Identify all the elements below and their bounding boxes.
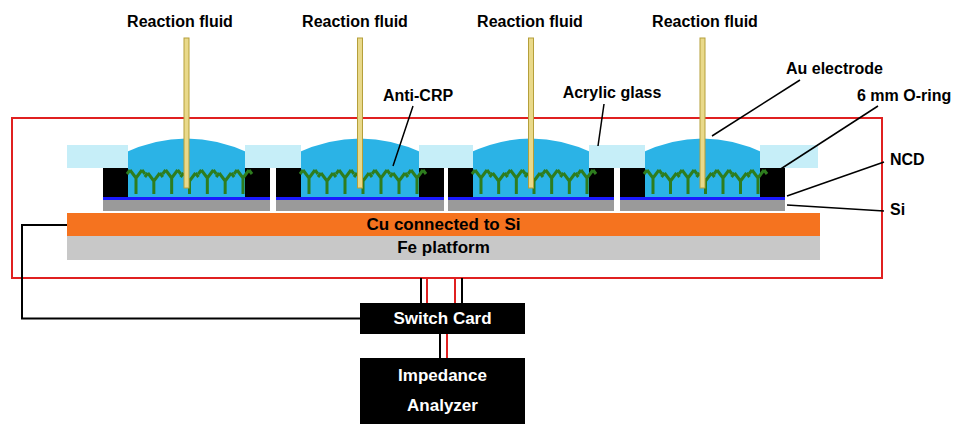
part-label: 6 mm O-ring xyxy=(857,86,951,105)
anti-crp-antibody xyxy=(507,170,525,194)
anti-crp-antibody xyxy=(216,173,234,194)
anti-crp-antibody xyxy=(234,170,252,194)
inlet-label: Reaction fluid xyxy=(302,12,408,31)
inlet-label: Reaction fluid xyxy=(127,12,233,31)
anti-crp-antibody xyxy=(372,170,390,194)
ncd-layer xyxy=(620,197,785,200)
anti-crp-antibody xyxy=(300,170,318,194)
box-label: Fe platform xyxy=(397,237,490,258)
wire xyxy=(454,278,456,303)
o-ring xyxy=(276,168,301,197)
box-label: Switch Card xyxy=(393,308,491,329)
box-label: Impedance Analyzer xyxy=(383,361,503,421)
anti-crp-antibody xyxy=(490,173,508,194)
si-layer xyxy=(276,200,444,211)
box-label: Cu connected to Si xyxy=(367,214,521,235)
ncd-layer xyxy=(276,197,444,200)
enclosure-outline xyxy=(12,118,882,278)
acrylic-glass xyxy=(67,145,128,168)
leader-line xyxy=(776,106,878,172)
wire xyxy=(439,334,441,358)
anti-crp-antibody xyxy=(390,173,408,194)
si-layer xyxy=(103,200,270,211)
layer-bar: Fe platform xyxy=(67,236,820,260)
au-electrode xyxy=(358,38,363,188)
layer-bar: Cu connected to Si xyxy=(67,213,820,237)
anti-crp-antibody xyxy=(408,170,426,194)
anti-crp-antibody xyxy=(163,170,181,194)
anti-crp-antibody xyxy=(543,170,561,194)
anti-crp-antibody xyxy=(714,170,732,194)
au-electrode xyxy=(184,38,189,188)
anti-crp-antibody xyxy=(578,170,596,194)
anti-crp-antibody xyxy=(644,170,662,194)
wire xyxy=(426,278,428,303)
o-ring xyxy=(448,168,473,197)
anti-crp-antibody xyxy=(662,173,680,194)
anti-crp-antibody xyxy=(560,173,578,194)
anti-crp-antibody xyxy=(318,173,336,194)
part-label: Au electrode xyxy=(786,59,883,78)
leader-line xyxy=(787,205,884,211)
part-label: NCD xyxy=(890,150,925,169)
leader-line xyxy=(393,106,413,166)
si-layer xyxy=(620,200,785,211)
anti-crp-antibody xyxy=(336,170,354,194)
wire xyxy=(446,334,448,358)
o-ring xyxy=(620,168,645,197)
anti-crp-antibody xyxy=(732,173,750,194)
inlet-label: Reaction fluid xyxy=(652,12,758,31)
instrument-box: Impedance Analyzer xyxy=(360,358,525,424)
part-label: Anti-CRP xyxy=(383,86,453,105)
si-layer xyxy=(448,200,614,211)
leader-line xyxy=(712,80,800,136)
anti-crp-antibody xyxy=(472,170,490,194)
anti-crp-antibody xyxy=(749,170,767,194)
acrylic-glass xyxy=(760,145,818,168)
part-label: Acrylic glass xyxy=(563,83,662,102)
acrylic-glass xyxy=(589,145,645,168)
ncd-layer xyxy=(448,197,614,200)
au-electrode xyxy=(700,38,705,188)
instrument-box: Switch Card xyxy=(360,303,525,334)
acrylic-glass xyxy=(419,145,473,168)
wire xyxy=(461,278,463,303)
anti-crp-antibody xyxy=(679,170,697,194)
inlet-label: Reaction fluid xyxy=(477,12,583,31)
leader-line xyxy=(598,104,604,146)
o-ring xyxy=(103,168,128,197)
ncd-layer xyxy=(103,197,270,200)
part-label: Si xyxy=(890,200,905,219)
wire xyxy=(420,278,422,303)
anti-crp-antibody xyxy=(127,170,145,194)
au-electrode xyxy=(529,38,534,188)
acrylic-glass xyxy=(245,145,301,168)
leader-line xyxy=(787,162,884,196)
anti-crp-antibody xyxy=(145,173,163,194)
anti-crp-antibody xyxy=(198,170,216,194)
